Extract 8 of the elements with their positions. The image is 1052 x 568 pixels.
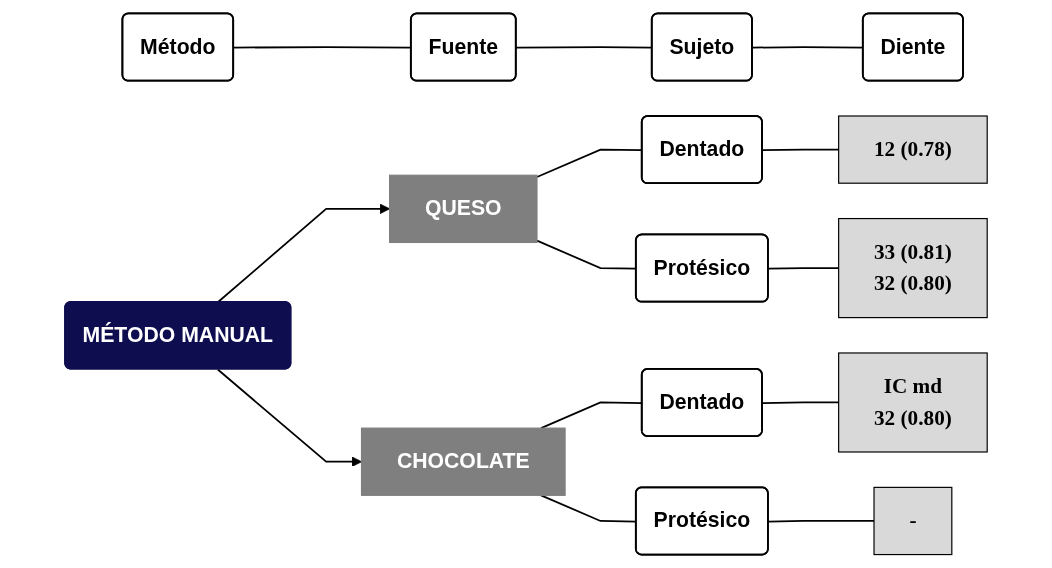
node-box: 33 (0.81) 32 (0.80) [838, 218, 988, 319]
node-box: - [873, 486, 953, 556]
arrow [216, 368, 362, 467]
node-box: CHOCOLATE [360, 427, 566, 496]
node-box: 12 (0.78) [838, 115, 988, 184]
node-box: IC md 32 (0.80) [838, 352, 988, 453]
connector [767, 520, 875, 523]
node-box: QUESO [389, 174, 538, 244]
